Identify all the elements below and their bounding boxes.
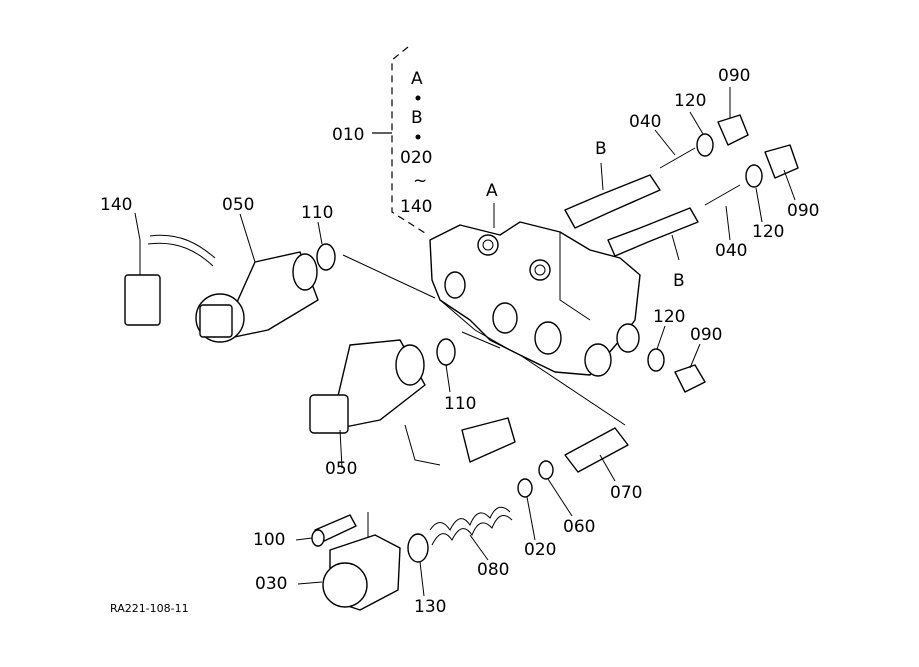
- callout-labels: 010 A B 020 ~ 140 A B B 090 120 040 090 …: [100, 66, 819, 617]
- label-120-top: 120: [674, 91, 706, 111]
- label-ref-b-bottom: B: [673, 271, 685, 291]
- label-070: 070: [610, 483, 642, 503]
- label-ref-a: A: [486, 181, 498, 201]
- end-cover-030: [322, 534, 401, 611]
- label-110-top: 110: [301, 203, 333, 223]
- label-030: 030: [255, 574, 287, 594]
- label-090-mid: 090: [690, 325, 722, 345]
- label-leaders: [134, 87, 796, 597]
- label-050-top: 050: [222, 195, 254, 215]
- label-050-bottom: 050: [325, 459, 357, 479]
- washer-060: [538, 460, 554, 480]
- o-ring-110-upper: [316, 243, 336, 271]
- washer-020: [517, 478, 533, 498]
- label-140: 140: [100, 195, 132, 215]
- label-120-mid: 120: [653, 307, 685, 327]
- label-060: 060: [563, 517, 595, 537]
- label-group-020: 020: [400, 148, 432, 168]
- o-ring-130: [407, 533, 429, 563]
- label-040-top: 040: [629, 112, 661, 132]
- spool-upper: [564, 114, 749, 229]
- spool-lower: [607, 144, 799, 257]
- label-010: 010: [332, 125, 364, 145]
- label-group-tilde: ~: [413, 171, 427, 191]
- label-ref-b-top: B: [595, 139, 607, 159]
- label-group-b: B: [411, 108, 423, 128]
- label-100: 100: [253, 530, 285, 550]
- label-090-right: 090: [787, 201, 819, 221]
- label-090-top: 090: [718, 66, 750, 86]
- group-bracket-010: [372, 46, 426, 234]
- bottom-spool-070: [564, 427, 629, 473]
- drawing-code: RA221-108-11: [110, 602, 189, 615]
- label-110-mid: 110: [444, 394, 476, 414]
- label-130: 130: [414, 597, 446, 617]
- label-group-140: 140: [400, 197, 432, 217]
- label-120-right: 120: [752, 222, 784, 242]
- label-080: 080: [477, 560, 509, 580]
- plug-090-mid: [647, 348, 706, 393]
- bolt-100: [311, 514, 357, 547]
- spring-080: [429, 506, 513, 546]
- label-040-right: 040: [715, 241, 747, 261]
- o-ring-110-lower: [436, 338, 456, 366]
- solenoid-050-lower: [309, 339, 516, 466]
- leader-lines: [342, 162, 680, 555]
- valve-body: [429, 221, 641, 377]
- label-group-a: A: [411, 69, 423, 89]
- label-020: 020: [524, 540, 556, 560]
- solenoid-050-upper: [124, 234, 319, 343]
